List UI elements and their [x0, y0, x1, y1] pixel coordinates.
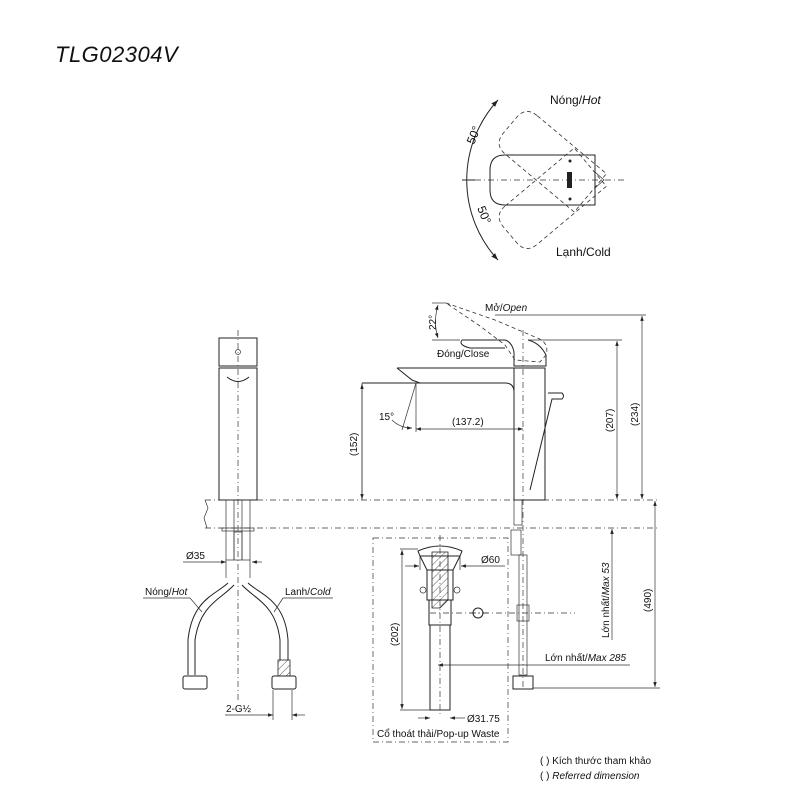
top-view: Nóng/Hot Lạnh/Cold 50° 50° — [462, 93, 625, 261]
max-53-value: Max 53 — [601, 562, 612, 595]
hot-label: Nóng/ — [550, 93, 583, 107]
faucet-body-front — [218, 367, 258, 501]
hot-hose-label: Nóng/ — [145, 587, 172, 598]
max-53-prefix: Lớn nhất/ — [600, 595, 612, 638]
hot-hose — [194, 584, 235, 675]
cold-hose — [241, 584, 281, 660]
cold-hose-nut — [271, 675, 297, 690]
height-207: (207) — [605, 409, 616, 432]
cold-hose-label-en: Cold — [310, 587, 331, 598]
flange-diameter: Ø60 — [481, 555, 500, 566]
lever-closed — [462, 339, 547, 367]
popup-box — [372, 537, 509, 743]
svg-text:Mở/Open: Mở/Open — [485, 302, 528, 314]
side-view: 22° Mở/Open Đóng/Close 15° (137.2) (152)… — [349, 302, 660, 690]
model-title: TLG02304V — [55, 42, 179, 67]
close-label: Đóng/Close — [437, 349, 490, 360]
cold-hose-label: Lanh/ — [285, 587, 310, 598]
below-490: (490) — [643, 589, 654, 612]
popup-pipe — [429, 624, 451, 711]
shank-diameter: Ø35 — [186, 551, 205, 562]
svg-text:Lanh/Cold: Lanh/Cold — [285, 587, 331, 598]
mounting-bolt — [233, 531, 243, 561]
thread-size: 2-G½ — [226, 704, 252, 715]
popup-height: (202) — [390, 623, 401, 646]
angle-hot: 50° — [464, 124, 484, 146]
open-label: Mở/ — [485, 302, 503, 314]
faucet-handle-front — [218, 337, 258, 367]
front-view: Ø35 Nóng/Hot Lanh/Cold 2-G½ — [143, 330, 333, 720]
cold-label: Lạnh/Cold — [556, 245, 611, 259]
angle-cold: 50° — [474, 204, 494, 226]
svg-text:Nóng/Hot: Nóng/Hot — [550, 93, 601, 107]
lever-angle: 22° — [428, 315, 439, 330]
legend-en: Referred dimension — [552, 771, 640, 782]
spout — [362, 382, 515, 393]
max-285-prefix: Lớn nhất/ — [545, 652, 588, 664]
popup-cap — [417, 545, 463, 557]
handle-cold-position — [498, 111, 607, 213]
svg-text:Lớn nhất/Max 285: Lớn nhất/Max 285 — [545, 652, 626, 664]
popup-waste: Ø60 (202) Ø31.75 Cổ thoát thải/Pop-up Wa… — [372, 535, 509, 743]
hot-label-en: Hot — [582, 93, 601, 107]
hot-hose-label-en: Hot — [172, 587, 189, 598]
legend-vi: ( ) Kích thước tham khảo — [540, 756, 652, 767]
spout-reach: (137.2) — [452, 417, 484, 428]
spout-height: (152) — [349, 433, 360, 456]
side-bolt — [510, 529, 522, 556]
height-234: (234) — [630, 403, 641, 426]
popup-label: Cổ thoát thải/Pop-up Waste — [377, 728, 500, 740]
faucet-body-side — [513, 367, 546, 501]
max-285-value: Max 285 — [588, 653, 627, 664]
handle-hot-position — [498, 147, 607, 249]
handle-pivot — [567, 172, 572, 188]
countertop — [203, 499, 660, 529]
spout-angle: 15° — [379, 412, 394, 423]
open-label-en: Open — [503, 303, 528, 314]
side-hose-nut — [512, 675, 534, 690]
handle-center-outline — [489, 154, 596, 206]
legend: ( ) Kích thước tham khảo ( ) Referred di… — [540, 756, 652, 782]
svg-text:( ) Referred dimension: ( ) Referred dimension — [540, 771, 640, 782]
pipe-diameter: Ø31.75 — [467, 714, 500, 725]
legend-paren: ( ) — [540, 771, 552, 782]
hot-hose-nut — [182, 675, 208, 690]
lever-open — [445, 302, 548, 363]
svg-text:Lớn nhất/Max 53: Lớn nhất/Max 53 — [600, 562, 612, 638]
svg-text:Nóng/Hot: Nóng/Hot — [145, 587, 188, 598]
